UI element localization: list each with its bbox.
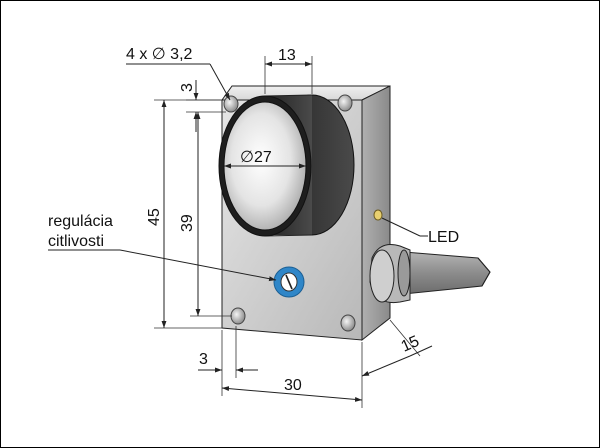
- label-sensitivity-line1: regulácia: [48, 213, 113, 230]
- label-dim-27: ∅27: [240, 149, 272, 166]
- label-dim-39: 39: [179, 214, 196, 232]
- dimension-lines: [48, 56, 433, 408]
- sensitivity-adjuster: [273, 266, 305, 298]
- mounting-hole-bottom-left: [230, 307, 246, 325]
- led-indicator: [373, 209, 383, 221]
- mounting-hole-top-right: [337, 94, 353, 112]
- label-dim-15: 15: [399, 333, 422, 356]
- label-dim-13: 13: [278, 47, 296, 64]
- cable: [369, 244, 491, 304]
- mounting-hole-bottom-right: [340, 314, 356, 332]
- mounting-hole-top-left: [223, 95, 239, 113]
- label-dim-45: 45: [146, 208, 163, 226]
- label-dim-30: 30: [284, 377, 302, 394]
- mounting-holes: [223, 94, 356, 332]
- label-dim-3-top: 3: [179, 83, 196, 92]
- label-holes: 4 x ∅ 3,2: [126, 46, 193, 63]
- label-dim-3-bottom: 3: [199, 351, 208, 368]
- label-led: LED: [428, 229, 459, 246]
- label-sensitivity-line2: citlivosti: [48, 233, 104, 250]
